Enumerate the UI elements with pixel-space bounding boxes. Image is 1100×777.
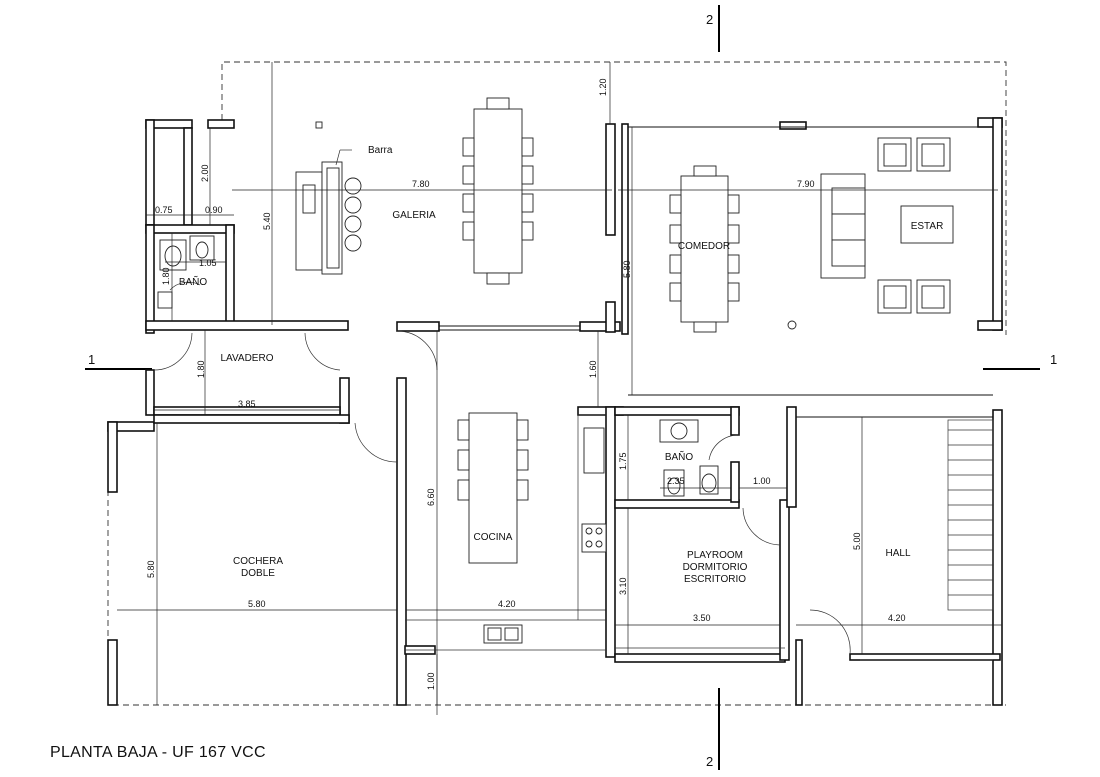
dim-7-80: 7.80	[412, 179, 430, 189]
dim-4-20-cocina: 4.20	[498, 599, 516, 609]
dim-5-00: 5.00	[852, 532, 862, 550]
dim-3-50: 3.50	[693, 613, 711, 623]
room-comedor: COMEDOR	[678, 241, 730, 252]
dimension-lines	[117, 62, 1002, 715]
bar-counter	[295, 121, 362, 275]
dim-0-90: 0.90	[205, 205, 223, 215]
room-cochera-line2: DOBLE	[241, 568, 275, 579]
interior-lines	[405, 126, 993, 661]
kitchen-island	[457, 412, 607, 644]
room-galeria: GALERIA	[392, 210, 436, 221]
dim-1-80-laundry: 1.80	[196, 360, 206, 378]
dim-5-80-cochera-v: 5.80	[146, 560, 156, 578]
dim-7-90: 7.90	[797, 179, 815, 189]
room-playroom-line1: PLAYROOM	[687, 550, 743, 561]
dim-1-20: 1.20	[598, 78, 608, 96]
dim-5-40: 5.40	[262, 212, 272, 230]
stairs	[947, 419, 994, 611]
dim-3-10: 3.10	[618, 577, 628, 595]
roof-outline	[107, 61, 1007, 706]
section-cuts	[85, 5, 1040, 770]
dim-5-80-cochera-h: 5.80	[248, 599, 266, 609]
dim-4-20-hall: 4.20	[888, 613, 906, 623]
plan-title: PLANTA BAJA - UF 167 VCC	[50, 744, 266, 761]
dining-table	[669, 165, 740, 333]
room-cocina: COCINA	[474, 532, 513, 543]
bath-fixtures	[157, 235, 719, 497]
room-bano-2: BAÑO	[665, 450, 694, 463]
galeria-table	[462, 97, 534, 285]
section-mark-bottom: 2	[706, 754, 713, 769]
dim-2-35: 2.35	[667, 476, 685, 486]
living-furniture	[787, 137, 954, 330]
room-lavadero: LAVADERO	[221, 353, 274, 364]
walls	[107, 117, 1003, 706]
dim-1-60: 1.60	[588, 360, 598, 378]
label-barra: Barra	[368, 145, 393, 156]
section-mark-right: 1	[1050, 352, 1057, 367]
room-playroom-line2: DORMITORIO	[683, 562, 748, 573]
dim-5-80-comedor: 5.80	[622, 260, 632, 278]
dim-1-00-bath: 1.00	[753, 476, 771, 486]
room-bano-1: BAÑO	[179, 275, 208, 288]
dim-3-85: 3.85	[238, 399, 256, 409]
doors	[153, 281, 851, 655]
room-playroom-line3: ESCRITORIO	[684, 574, 746, 585]
room-cochera-line1: COCHERA	[233, 556, 283, 567]
section-mark-top: 2	[706, 12, 713, 27]
section-mark-left: 1	[88, 352, 95, 367]
dim-1-80-bath: 1.80	[161, 267, 171, 285]
dim-6-60: 6.60	[426, 488, 436, 506]
dim-1-75: 1.75	[618, 452, 628, 470]
dim-1-05: 1.05	[199, 258, 217, 268]
room-hall: HALL	[885, 548, 910, 559]
room-estar: ESTAR	[911, 221, 944, 232]
dim-1-00-bottom: 1.00	[426, 672, 436, 690]
dim-0-75: 0.75	[155, 205, 173, 215]
dim-2-00: 2.00	[200, 164, 210, 182]
